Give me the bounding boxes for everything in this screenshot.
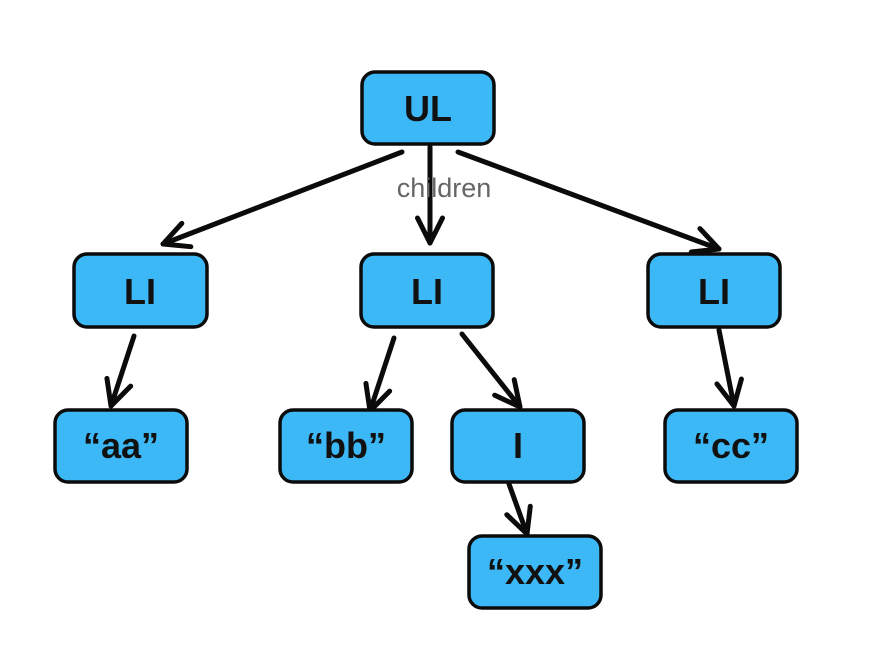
node-i-label: I <box>513 425 523 466</box>
node-text-xxx: “xxx” <box>467 534 603 610</box>
node-ul-label: UL <box>404 88 452 129</box>
node-i: I <box>450 408 586 484</box>
edges <box>104 144 744 537</box>
edge-li-3-to-cc <box>714 327 744 409</box>
node-li-2: LI <box>359 252 495 329</box>
node-li-1-label: LI <box>124 271 156 312</box>
edge-li-2-to-bb <box>363 335 397 414</box>
node-ul: UL <box>360 70 496 146</box>
node-li-2-label: LI <box>411 271 443 312</box>
node-text-cc-label: “cc” <box>693 425 769 466</box>
node-li-1: LI <box>72 252 209 329</box>
node-text-xxx-label: “xxx” <box>487 551 583 592</box>
edge-li-2-to-i <box>459 331 523 410</box>
edge-label-children: children <box>397 173 492 203</box>
edge-ul-to-li-1 <box>160 149 405 250</box>
node-text-bb: “bb” <box>278 408 414 484</box>
node-text-cc: “cc” <box>663 408 799 484</box>
node-li-3-label: LI <box>698 271 730 312</box>
node-text-aa-label: “aa” <box>83 425 159 466</box>
node-text-bb-label: “bb” <box>306 425 386 466</box>
edge-li-1-to-aa <box>104 333 137 409</box>
edge-i-to-xxx <box>504 481 533 537</box>
node-li-3: LI <box>646 252 782 329</box>
node-text-aa: “aa” <box>53 408 189 484</box>
edge-ul-to-li-3 <box>455 149 722 255</box>
